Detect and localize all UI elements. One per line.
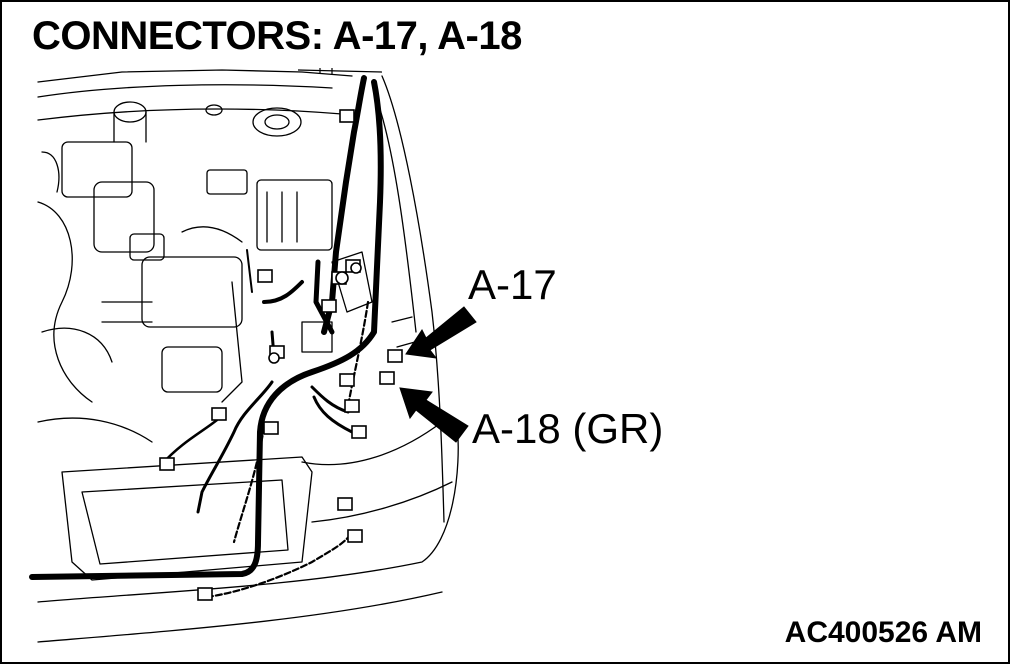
callout-a17-label: A-17 [468,261,557,308]
arrow-a17 [405,306,477,359]
figure-code: AC400526 AM [784,616,982,649]
arrow-a18 [399,387,469,443]
callout-a18-label: A-18 (GR) [472,405,664,452]
diagram-title: CONNECTORS: A-17, A-18 [32,14,522,58]
